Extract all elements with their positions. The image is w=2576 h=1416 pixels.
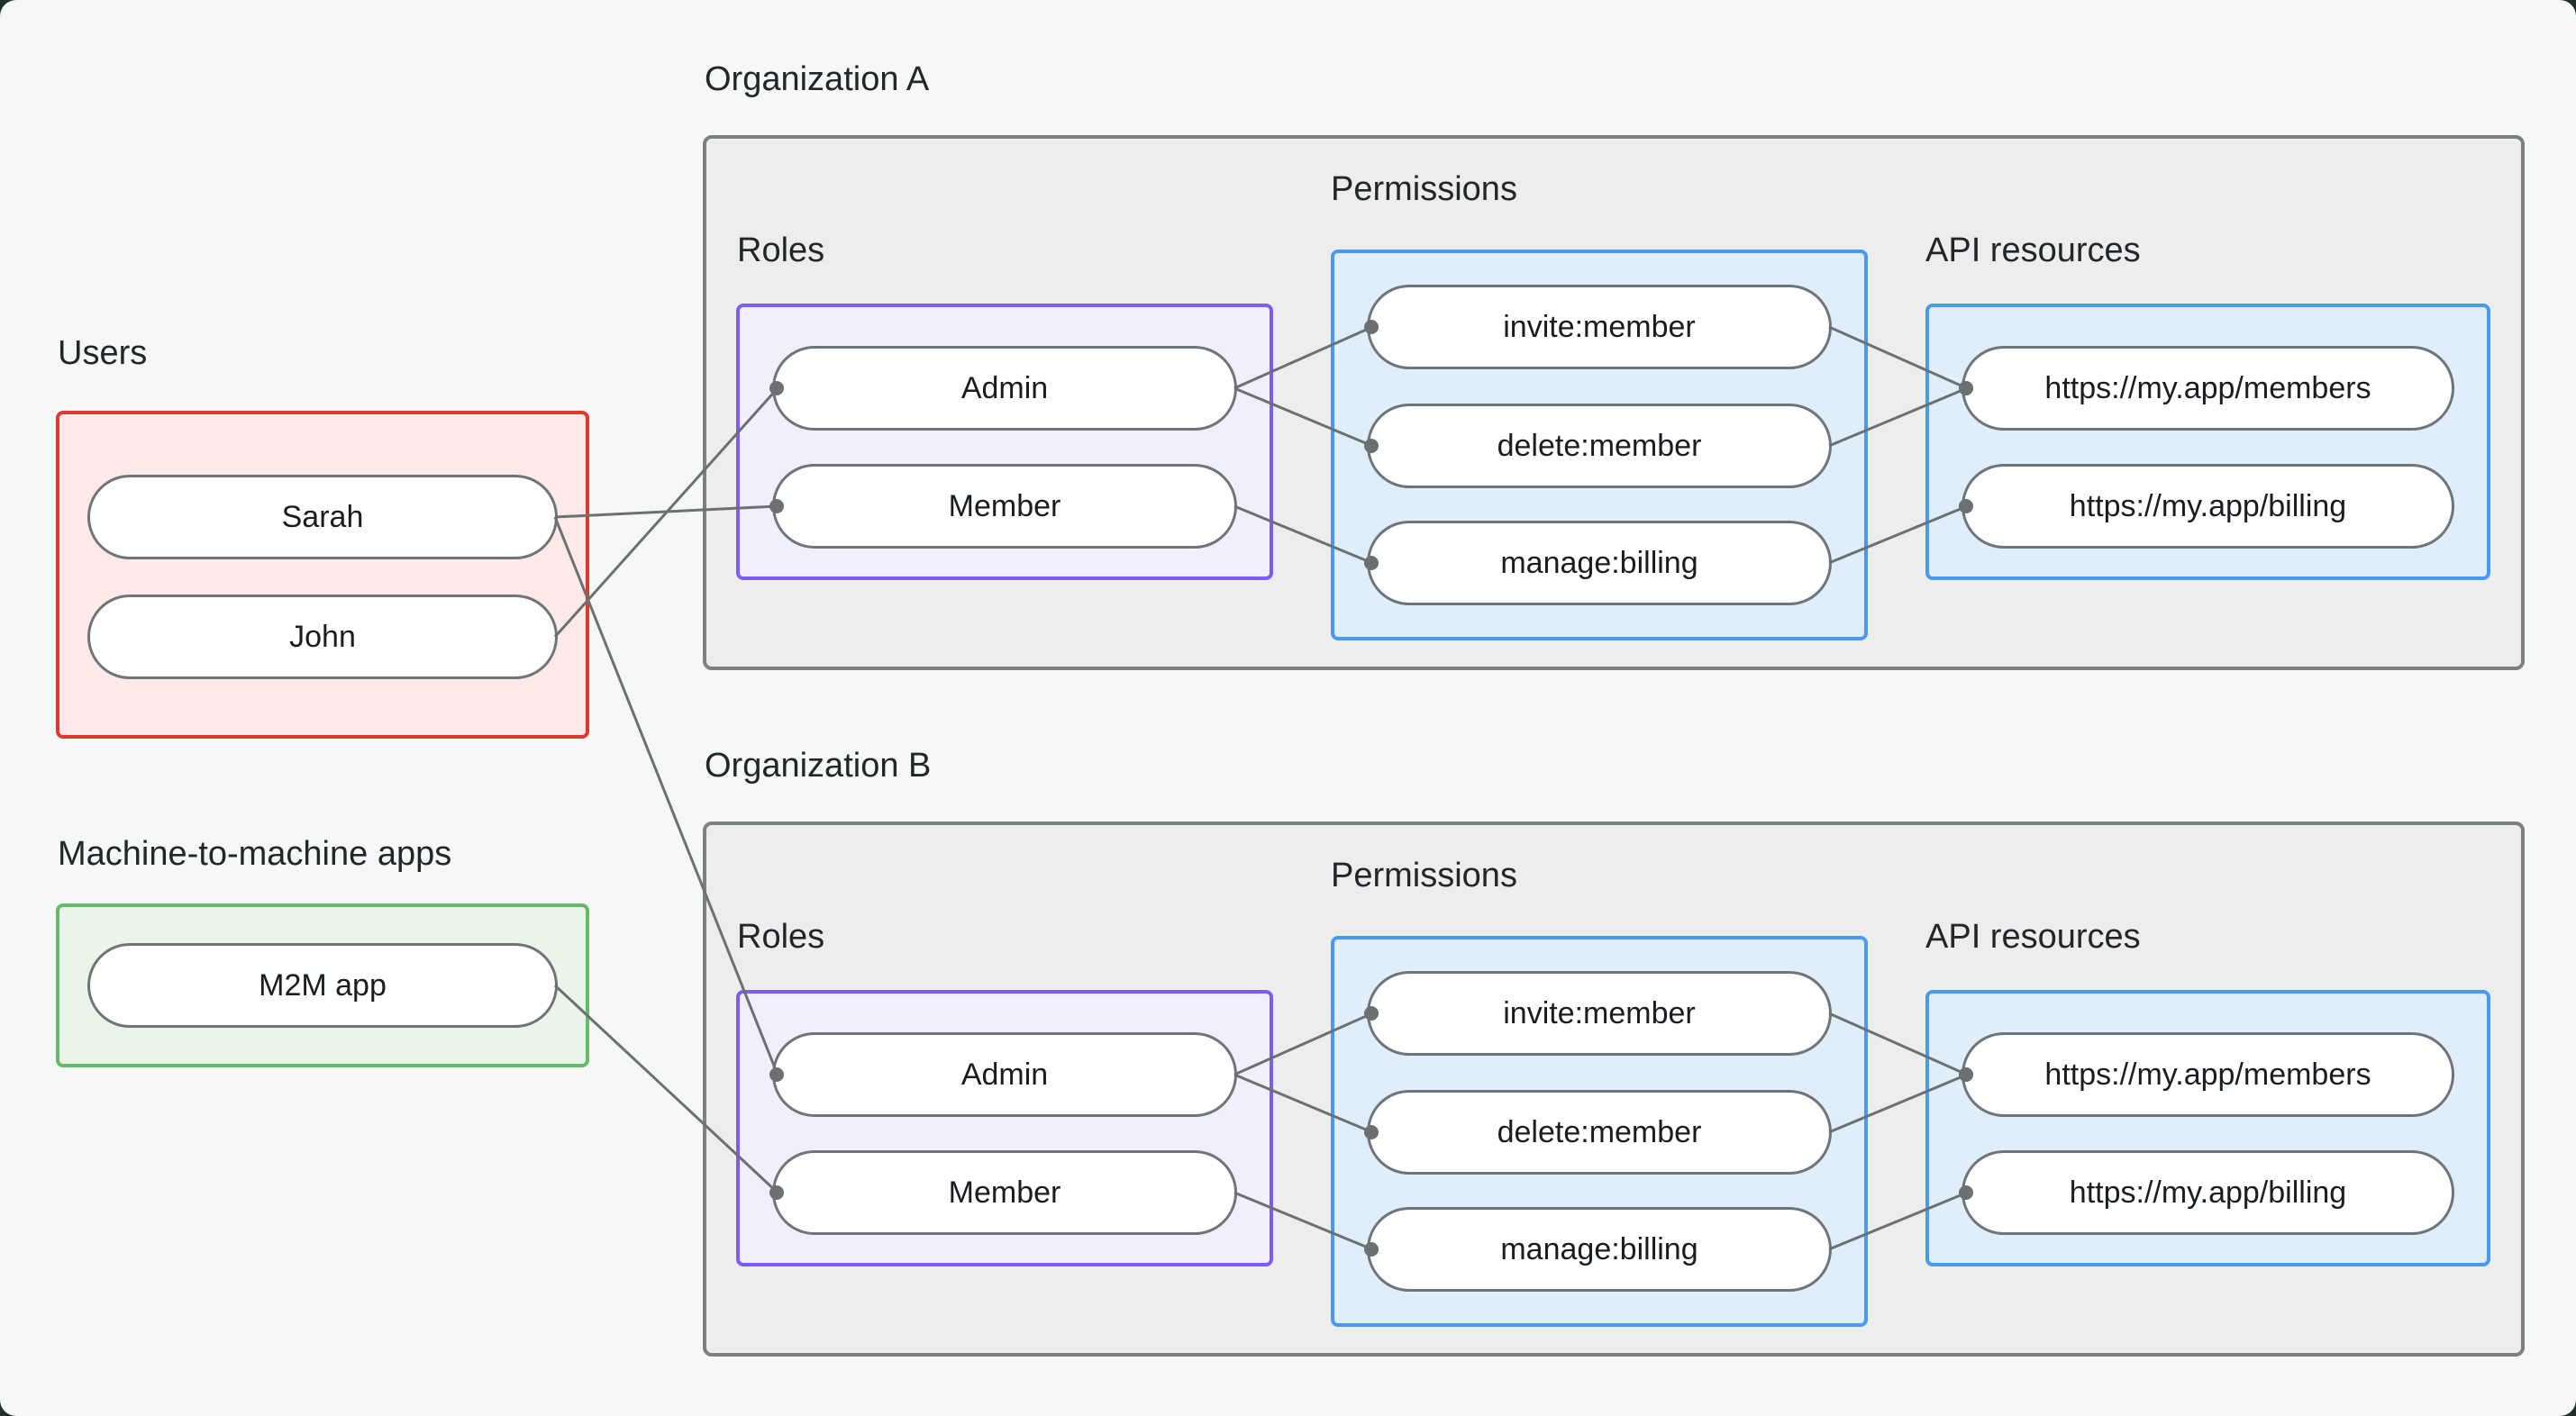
org-a-api-members-label: https://my.app/members — [2044, 370, 2371, 405]
users-group-box: Sarah John — [56, 411, 589, 739]
org-b-role-member-label: Member — [948, 1175, 1061, 1210]
org-b-permission-invite-label: invite:member — [1503, 995, 1696, 1030]
org-a-permissions-label: Permissions — [1331, 170, 1517, 208]
org-a-role-node-member: Member — [772, 464, 1237, 549]
org-b-api-resources-box: https://my.app/members https://my.app/bi… — [1925, 990, 2490, 1266]
org-a-api-billing-label: https://my.app/billing — [2069, 488, 2347, 523]
org-a-api-resources-box: https://my.app/members https://my.app/bi… — [1925, 304, 2490, 580]
m2m-group-label: Machine-to-machine apps — [58, 835, 452, 873]
org-a-api-node-members: https://my.app/members — [1962, 346, 2454, 431]
m2m-app-node-label: M2M app — [259, 967, 387, 1003]
user-node-sarah-label: Sarah — [281, 499, 364, 534]
org-b-role-admin-label: Admin — [960, 1057, 1049, 1092]
user-node-sarah: Sarah — [87, 475, 558, 559]
org-a-role-node-admin: Admin — [772, 346, 1237, 431]
user-node-john: John — [87, 595, 558, 679]
org-b-api-node-members: https://my.app/members — [1962, 1032, 2454, 1117]
org-a-role-admin-label: Admin — [960, 370, 1049, 405]
org-b-title: Organization B — [705, 747, 932, 785]
org-b-api-resources-label: API resources — [1925, 918, 2141, 956]
org-b-role-node-admin: Admin — [772, 1032, 1237, 1117]
org-b-permissions-label: Permissions — [1331, 857, 1517, 894]
org-a-role-member-label: Member — [948, 488, 1061, 523]
org-b-roles-label: Roles — [737, 918, 825, 956]
org-b-box: Permissions Roles API resources Admin Me… — [703, 821, 2525, 1357]
org-b-permission-node-invite: invite:member — [1367, 971, 1832, 1056]
org-a-permission-invite-label: invite:member — [1503, 309, 1696, 344]
m2m-group-box: M2M app — [56, 903, 589, 1067]
org-a-box: Permissions Roles API resources Admin Me… — [703, 135, 2525, 670]
org-b-roles-box: Admin Member — [736, 990, 1273, 1266]
org-a-api-node-billing: https://my.app/billing — [1962, 464, 2454, 549]
org-b-permission-manage-label: manage:billing — [1500, 1231, 1698, 1266]
org-a-permission-node-manage: manage:billing — [1367, 521, 1832, 605]
org-b-api-node-billing: https://my.app/billing — [1962, 1150, 2454, 1235]
org-a-permissions-box: invite:member delete:member manage:billi… — [1331, 250, 1868, 640]
org-b-permission-node-delete: delete:member — [1367, 1090, 1832, 1175]
org-a-roles-box: Admin Member — [736, 304, 1273, 580]
org-a-roles-label: Roles — [737, 231, 825, 269]
org-b-permission-delete-label: delete:member — [1497, 1114, 1702, 1149]
org-a-permission-node-invite: invite:member — [1367, 285, 1832, 369]
org-a-api-resources-label: API resources — [1925, 231, 2141, 269]
org-a-permission-manage-label: manage:billing — [1500, 545, 1698, 580]
org-a-title: Organization A — [705, 60, 930, 98]
org-b-permissions-box: invite:member delete:member manage:billi… — [1331, 936, 1868, 1327]
m2m-app-node: M2M app — [87, 943, 558, 1028]
org-b-permission-node-manage: manage:billing — [1367, 1207, 1832, 1292]
org-a-permission-delete-label: delete:member — [1497, 428, 1702, 463]
users-group-label: Users — [58, 334, 148, 372]
org-a-permission-node-delete: delete:member — [1367, 404, 1832, 488]
org-b-role-node-member: Member — [772, 1150, 1237, 1235]
org-b-api-members-label: https://my.app/members — [2044, 1057, 2371, 1092]
user-node-john-label: John — [289, 619, 356, 654]
org-b-api-billing-label: https://my.app/billing — [2069, 1175, 2347, 1210]
